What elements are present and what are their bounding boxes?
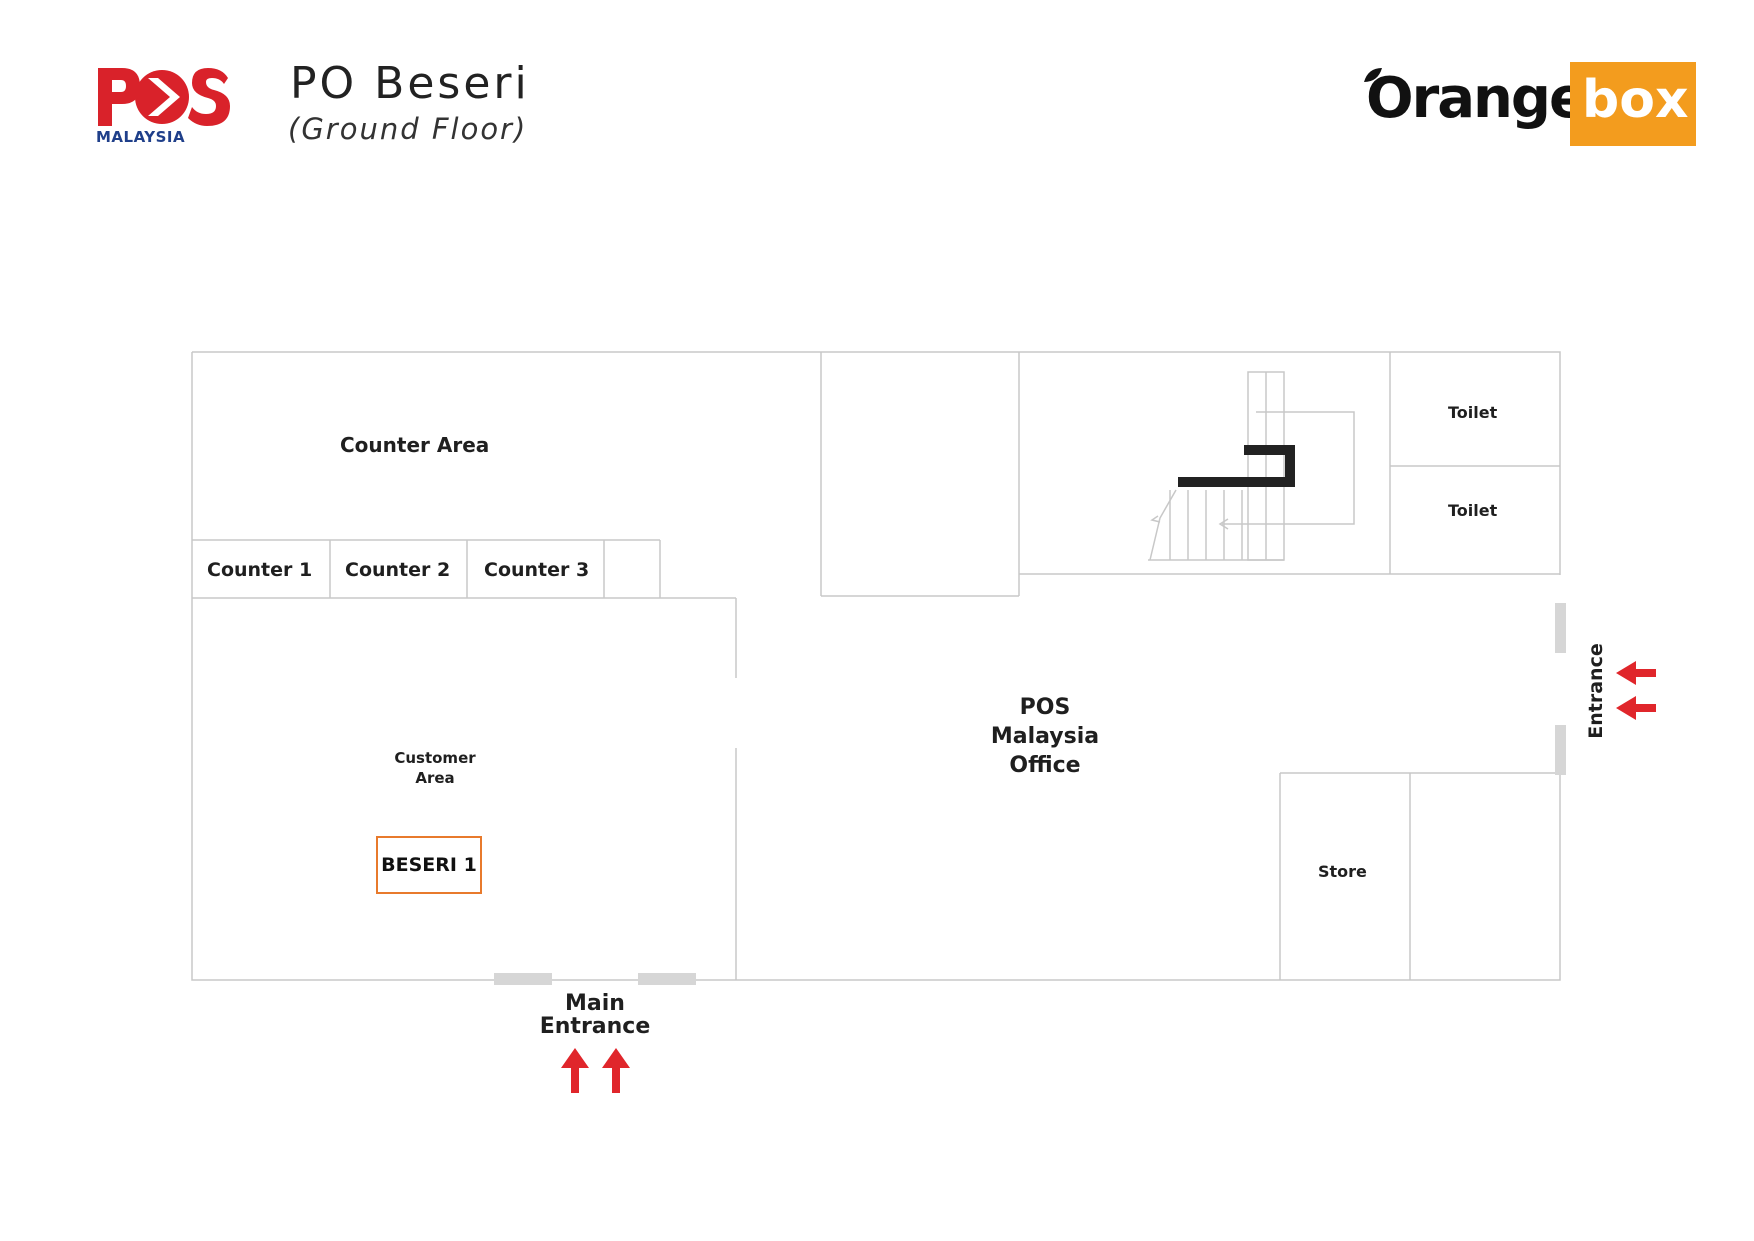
side-entrance-arrows bbox=[1616, 661, 1656, 720]
toilet-1-label: Toilet bbox=[1448, 403, 1498, 422]
counter-2-label: Counter 2 bbox=[345, 559, 451, 581]
side-door-bottom bbox=[1555, 725, 1566, 775]
customer-area-label: Customer Area bbox=[394, 749, 476, 787]
page-title: PO Beseri bbox=[290, 58, 530, 109]
pos-country-label: MALAYSIA bbox=[96, 128, 186, 146]
pos-logo-mark bbox=[98, 68, 230, 126]
main-door-left bbox=[494, 973, 552, 985]
orangebox-word-orange: Orange bbox=[1366, 66, 1587, 131]
side-entrance-label: Entrance bbox=[1585, 643, 1607, 739]
office-label: POS Malaysia Office bbox=[990, 695, 1100, 778]
main-entrance-label: Main Entrance bbox=[539, 991, 651, 1039]
leaf-icon bbox=[1364, 68, 1382, 82]
locker-beseri-1[interactable]: BESERI 1 bbox=[376, 836, 482, 894]
main-entrance-arrows bbox=[561, 1048, 630, 1093]
counter-1-label: Counter 1 bbox=[207, 559, 313, 581]
side-door-top bbox=[1555, 603, 1566, 653]
orangebox-word-box: box bbox=[1570, 62, 1696, 146]
counter-3-label: Counter 3 bbox=[484, 559, 590, 581]
toilet-2-label: Toilet bbox=[1448, 501, 1498, 520]
pos-malaysia-logo: MALAYSIA bbox=[96, 64, 236, 150]
orangebox-logo: Orange box bbox=[1360, 62, 1700, 146]
staircase-icon bbox=[1148, 371, 1355, 561]
store-label: Store bbox=[1318, 862, 1367, 881]
page-subtitle: (Ground Floor) bbox=[288, 112, 528, 146]
locker-label: BESERI 1 bbox=[381, 854, 477, 876]
orangebox-box-text: box bbox=[1582, 70, 1689, 130]
staircase-rail-icon bbox=[1178, 445, 1295, 487]
counter-area-label: Counter Area bbox=[340, 433, 490, 457]
main-door-right bbox=[638, 973, 696, 985]
